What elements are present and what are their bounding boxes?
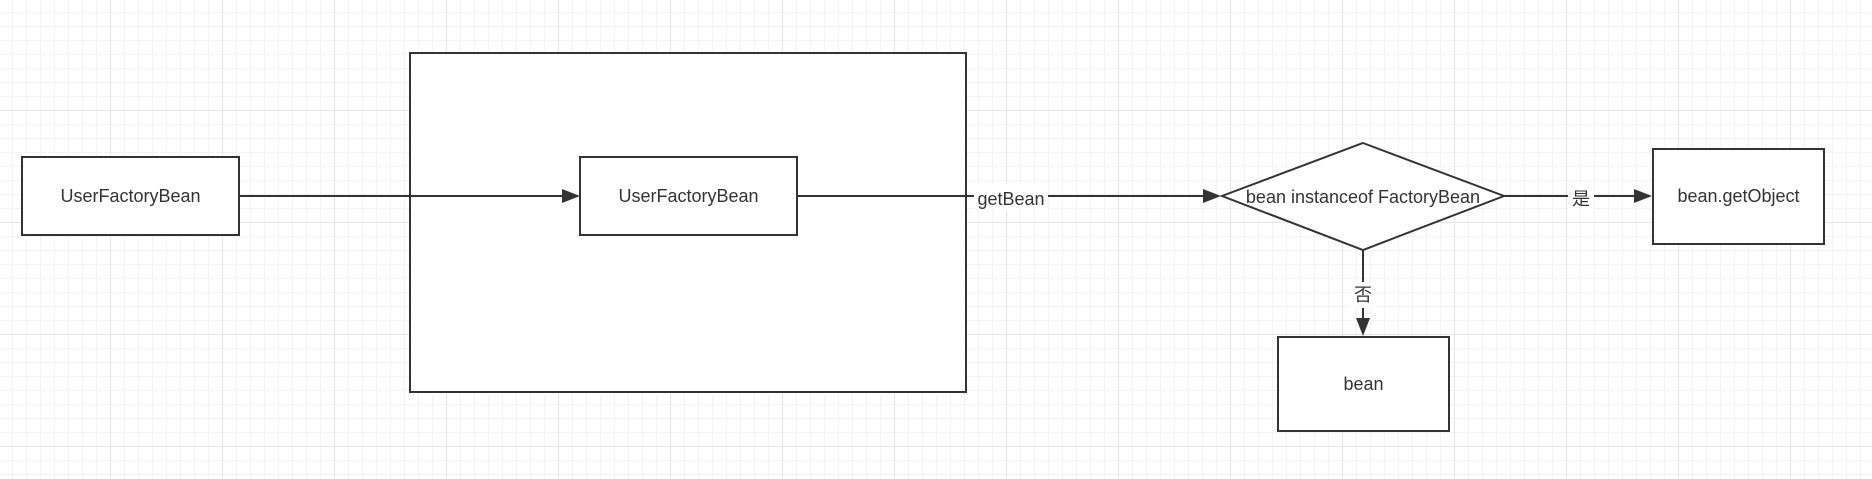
node-user-factory-bean-outer[interactable] [21,156,240,236]
edge-label-get-bean: getBean [977,189,1044,209]
node-get-object-label: bean.getObject [1677,186,1799,206]
arrowhead-get-bean [1203,189,1221,203]
edge-label-bg-yes [1568,184,1594,210]
arrowhead-outer-to-inner [562,189,580,203]
edge-label-yes: 是 [1572,189,1590,209]
node-bean[interactable] [1277,336,1450,432]
node-user-factory-bean-inner-label: UserFactoryBean [618,186,758,206]
node-user-factory-bean-inner[interactable] [579,156,798,236]
node-bean-label: bean [1343,374,1383,394]
node-user-factory-bean-outer-label: UserFactoryBean [60,186,200,206]
arrowhead-no [1356,318,1370,336]
node-decision-label: bean instanceof FactoryBean [1246,187,1480,207]
node-get-object[interactable] [1652,148,1825,245]
edge-label-no: 否 [1354,285,1372,305]
edge-label-bg-no [1350,282,1376,308]
node-decision-diamond[interactable] [1219,141,1507,252]
edge-label-bg-get-bean [974,184,1048,210]
arrowhead-yes [1634,189,1652,203]
